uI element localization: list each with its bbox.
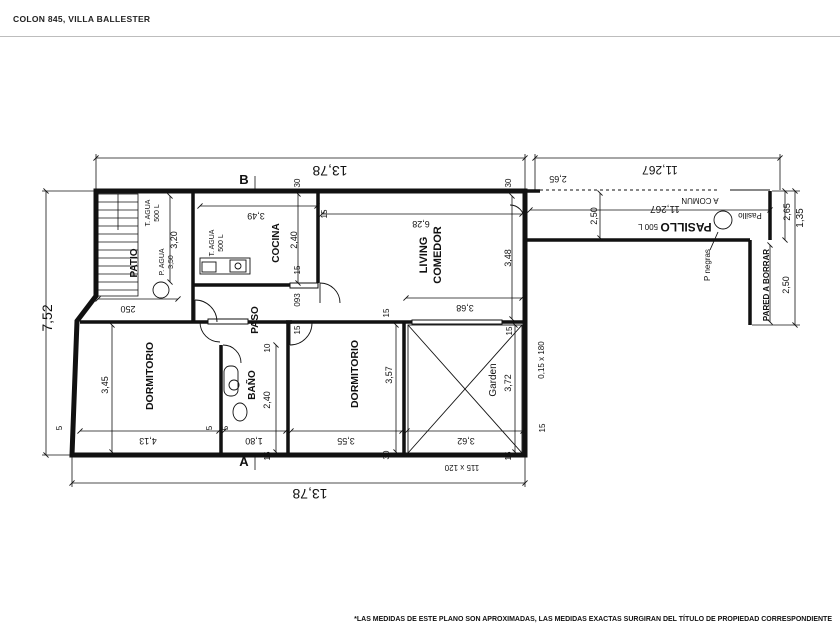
room-labels: PATIO COCINA LIVING COMEDOR PASO DORMITO…	[129, 220, 712, 410]
dim-pasillo-len: 11,267	[650, 203, 680, 214]
dim-368: 3,68	[456, 303, 474, 313]
fixtures	[152, 210, 733, 454]
dimension-texts: 13,78 13,78 7,52 11,267 11,267 2,65 2,65…	[39, 163, 806, 502]
room-comedor: COMEDOR	[432, 226, 444, 284]
room-bano: BAÑO	[245, 370, 258, 400]
section-b: B	[239, 172, 248, 187]
dim-250-pasillo: 2,50	[589, 207, 599, 225]
dim-015x180: 0,15 x 180	[537, 341, 546, 379]
room-paso: PASO	[250, 306, 261, 334]
dim-15f: 15	[538, 423, 547, 432]
dim-15d: 15	[293, 325, 302, 334]
washbasin-icon	[228, 379, 240, 391]
window-marks	[207, 189, 770, 325]
t-agua-1-cap: 500 L	[154, 204, 161, 222]
room-cocina: COCINA	[271, 223, 282, 262]
dim-5c: 5	[221, 425, 230, 430]
dim-15h: 15	[504, 451, 513, 460]
dim-180: 1,80	[245, 436, 263, 446]
room-living: LIVING	[418, 237, 430, 274]
dim-372: 3,72	[503, 374, 513, 392]
dim-bottom-total: 13,78	[292, 486, 327, 502]
section-a: A	[239, 454, 249, 469]
pasillo-cap: 500 L	[637, 222, 658, 231]
dim-30a: 30	[293, 178, 302, 187]
bathtub-icon	[223, 365, 239, 397]
dim-265b: 2,65	[782, 203, 792, 221]
t-agua-2-cap: 500 L	[218, 234, 225, 252]
dim-250-right: 2,50	[781, 276, 791, 294]
dim-15b: 15	[293, 265, 302, 274]
dim-240b: 2,40	[262, 391, 272, 409]
pozo-icon	[713, 210, 733, 230]
pared-a-borrar: PARED A BORRAR	[762, 249, 771, 321]
dim-320: 3,20	[169, 231, 179, 249]
section-marks: A B	[239, 172, 249, 469]
door-dorm-mid	[289, 322, 313, 346]
dim-115x120: 115 x 120	[444, 463, 479, 472]
dim-left-total: 7,52	[39, 304, 55, 331]
dimension-lines	[42, 154, 800, 487]
door-dorm-left	[199, 321, 221, 343]
disclaimer-footnote: *LAS MEDIDAS DE ESTE PLANO SON APROXIMAD…	[354, 616, 832, 623]
room-pasillo: PASILLO	[660, 220, 711, 234]
dim-240a: 2,40	[289, 231, 299, 249]
dim-355: 3,55	[337, 436, 355, 446]
p-agua: P. AGUA	[159, 248, 166, 275]
kitchen-counter	[199, 257, 251, 275]
room-dormitorio-left: DORMITORIO	[144, 342, 156, 410]
dim-265: 2,65	[549, 174, 567, 184]
dim-10: 10	[263, 343, 272, 352]
t-agua-2: T. AGUA	[209, 229, 216, 256]
pasillo-label: Pasillo	[738, 211, 762, 220]
room-patio: PATIO	[129, 248, 140, 277]
p-agua-val: 3,50	[168, 255, 175, 269]
dim-250b: 250	[120, 304, 135, 314]
dim-30b: 30	[504, 178, 513, 187]
a-comun: A COMUN	[681, 196, 719, 205]
dim-15c: 15	[382, 308, 391, 317]
dim-5a: 5	[55, 425, 64, 430]
room-garden: Garden	[488, 363, 499, 396]
dim-628: 6,28	[412, 219, 430, 229]
door-bano	[222, 344, 242, 364]
interior-walls	[80, 189, 772, 455]
door-patio	[194, 299, 218, 323]
dim-348: 3,48	[503, 249, 513, 267]
dim-15g: 15	[263, 451, 272, 460]
stairs	[97, 193, 139, 297]
dim-15a: 15	[320, 209, 329, 218]
address-title: COLON 845, VILLA BALLESTER	[13, 14, 151, 24]
dim-15e: 15	[505, 326, 514, 335]
dim-5b: 5	[205, 425, 214, 430]
dim-345: 3,45	[100, 376, 110, 394]
dim-349: 3,49	[247, 211, 265, 221]
header-bar: COLON 845, VILLA BALLESTER	[0, 0, 840, 37]
sink-icon	[234, 262, 242, 270]
dim-093: 093	[293, 293, 302, 307]
dim-135: 1,35	[795, 208, 806, 228]
fixture-labels: T. AGUA 500 L T. AGUA 500 L P. AGUA 3,50…	[145, 196, 771, 321]
p-agua-icon	[152, 281, 170, 299]
stove-icon	[201, 261, 217, 273]
dim-357: 3,57	[384, 366, 394, 384]
dim-30c: 30	[382, 450, 391, 459]
t-agua-1: T. AGUA	[145, 199, 152, 226]
dim-362: 3,62	[457, 436, 475, 446]
room-dormitorio-mid: DORMITORIO	[349, 340, 361, 408]
dim-413: 4,13	[139, 436, 157, 446]
dim-top-total: 13,78	[312, 163, 347, 179]
toilet-icon	[232, 402, 248, 422]
dim-top-right: 11,267	[642, 163, 678, 177]
p-negras: P negras	[703, 249, 712, 281]
